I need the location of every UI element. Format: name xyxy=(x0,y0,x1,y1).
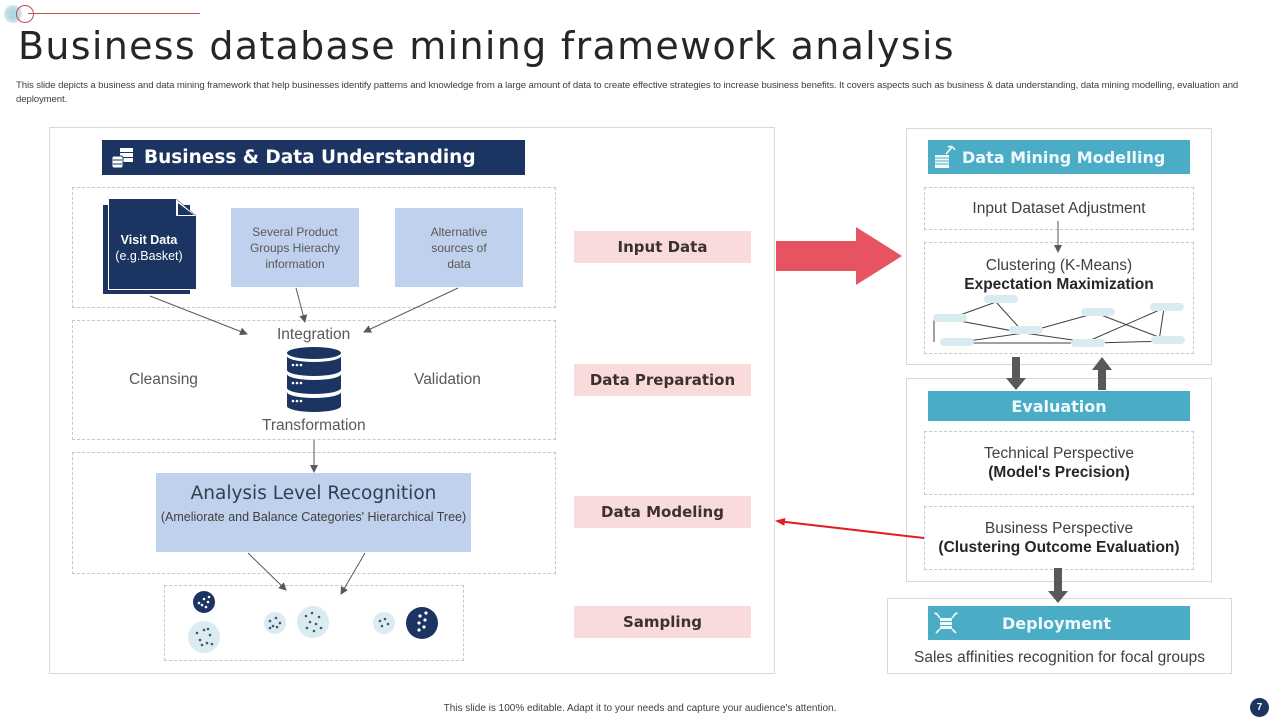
cluster-light-small xyxy=(373,612,395,634)
deployment-title: Deployment xyxy=(1002,613,1112,633)
business-understanding-title: Business & Data Understanding xyxy=(144,147,476,168)
sampling-clusters xyxy=(188,591,438,653)
footer-note: This slide is 100% editable. Adapt it to… xyxy=(443,703,837,714)
server-network-icon xyxy=(934,612,958,634)
stage-sampling: Sampling xyxy=(574,606,751,638)
input-dataset-adjustment-text: Input Dataset Adjustment xyxy=(972,199,1146,217)
deployment-description: Sales affinities recognition for focal g… xyxy=(914,649,1205,666)
technical-perspective-text: Technical Perspective (Model's Precision… xyxy=(924,444,1194,482)
cluster-nodes xyxy=(933,295,1185,347)
clustering-kmeans-label: Clustering (K-Means) xyxy=(985,257,1133,274)
analysis-level-recognition-box: Analysis Level Recognition (Ameliorate a… xyxy=(156,473,471,552)
product-groups-box: Several Product Groups Hierachy informat… xyxy=(231,208,359,287)
analysis-level-subtitle: (Ameliorate and Balance Categories' Hier… xyxy=(160,510,467,524)
feedback-to-data-modeling-arrow xyxy=(775,517,925,539)
technical-perspective-label: Technical Perspective xyxy=(984,445,1134,462)
slide-subtitle: This slide depicts a business and data m… xyxy=(16,80,1239,105)
stage-data-preparation: Data Preparation xyxy=(574,364,751,396)
visit-data-title: Visit Data xyxy=(120,233,178,247)
cluster-dark-small xyxy=(193,591,215,613)
cleansing-label: Cleansing xyxy=(129,371,198,388)
integration-label: Integration xyxy=(277,326,351,343)
stage-data-modeling: Data Modeling xyxy=(574,496,751,528)
data-mining-modelling-title: Data Mining Modelling xyxy=(962,147,1166,167)
deployment-header: Deployment xyxy=(928,606,1190,640)
alternative-sources-box: Alternative sources of data xyxy=(395,208,523,287)
slide-title: Business database mining framework analy… xyxy=(18,24,955,68)
alternative-sources-text: Alternative sources of data xyxy=(430,224,488,271)
server-pickaxe-icon xyxy=(935,145,956,168)
validation-label: Validation xyxy=(414,371,481,388)
cluster-light-large xyxy=(188,621,220,653)
evaluation-title: Evaluation xyxy=(1011,396,1107,416)
database-icon xyxy=(287,347,341,412)
business-perspective-text: Business Perspective (Clustering Outcome… xyxy=(924,519,1194,557)
cluster-dark-large xyxy=(406,607,438,639)
model-precision-label: (Model's Precision) xyxy=(988,464,1130,481)
header-line-decoration xyxy=(28,13,200,14)
evaluation-header: Evaluation xyxy=(928,391,1190,421)
technical-perspective-box xyxy=(924,431,1194,495)
data-mining-modelling-header: Data Mining Modelling xyxy=(928,140,1190,174)
visit-data-label: Visit Data (e.g.Basket) xyxy=(104,232,194,264)
clustering-outcome-label: (Clustering Outcome Evaluation) xyxy=(938,539,1180,556)
clustering-box xyxy=(924,242,1194,354)
sampling-group xyxy=(164,585,464,661)
header-ring-decoration xyxy=(16,5,34,23)
stage-input-data: Input Data xyxy=(574,231,751,263)
product-groups-text: Several Product Groups Hierachy informat… xyxy=(249,224,341,271)
database-files-icon xyxy=(111,147,133,168)
data-preparation-group xyxy=(72,320,556,440)
big-red-right-arrow xyxy=(776,227,902,285)
transformation-label: Transformation xyxy=(262,417,366,434)
input-dataset-adjustment-box: Input Dataset Adjustment xyxy=(924,187,1194,230)
visit-data-subtitle: (e.g.Basket) xyxy=(115,249,183,263)
cluster-light-medium xyxy=(264,612,286,634)
cluster-network-graph xyxy=(933,295,1185,347)
page-number-badge: 7 xyxy=(1250,698,1269,717)
input-data-group xyxy=(72,187,556,308)
business-understanding-header: Business & Data Understanding xyxy=(102,140,525,175)
cluster-light-large-2 xyxy=(297,606,329,638)
business-perspective-label: Business Perspective xyxy=(984,520,1134,537)
expectation-maximization-label: Expectation Maximization xyxy=(964,276,1154,293)
analysis-level-title: Analysis Level Recognition xyxy=(190,483,437,504)
